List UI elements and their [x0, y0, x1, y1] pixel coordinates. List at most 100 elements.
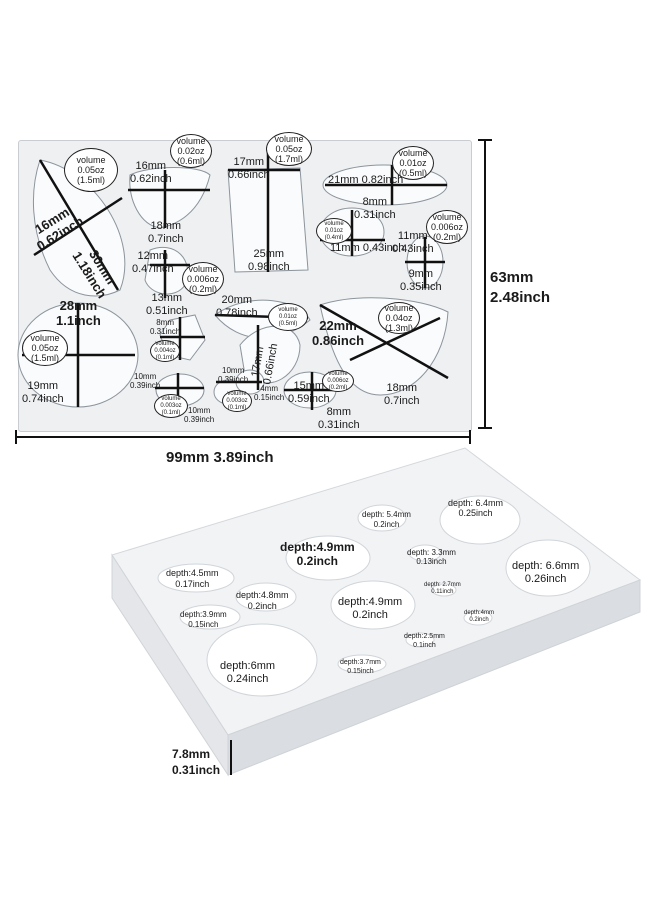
dimension-mm: 16mm	[135, 160, 167, 172]
depth-inch: 0.26inch	[524, 573, 567, 585]
dimension-inch: 0.43inch	[362, 242, 405, 254]
dimension-mm: 20mm	[221, 294, 253, 306]
volume-ml: (1.5ml)	[76, 175, 105, 185]
depth-inch: 0.15inch	[347, 668, 374, 675]
volume-ml: (0.2ml)	[188, 284, 217, 294]
dimension-mm: 4mm	[260, 384, 279, 393]
volume-label: volume	[324, 220, 344, 227]
volume-ml: (0.5ml)	[398, 168, 427, 178]
dimension-mm: 21mm	[328, 174, 359, 186]
depth-mm: depth:4.8mm	[236, 590, 289, 600]
depth-mm: depth:4mm	[464, 610, 495, 616]
depth-inch: 0.2inch	[373, 520, 400, 529]
volume-label: volume	[161, 395, 181, 402]
dimension-inch: 0.31inch	[150, 327, 181, 336]
depth-inch: 0.2inch	[469, 617, 489, 623]
volume-oz: 0.01oz	[399, 158, 427, 168]
dimension-inch: 0.31inch	[318, 419, 360, 431]
dimension-inch: 0.98inch	[248, 261, 290, 273]
depth-inch: 0.25inch	[458, 508, 493, 518]
dimension-mm: 8mm	[156, 318, 175, 327]
volume-oz: 0.02oz	[177, 146, 205, 156]
dimension-mm: 10mm	[134, 372, 157, 381]
volume-ml: (0.4ml)	[324, 234, 344, 241]
dimension-inch: 0.7inch	[148, 233, 184, 245]
depth-mm: depth:4.5mm	[166, 568, 219, 578]
dimension-inch: 0.62inch	[130, 173, 172, 185]
volume-oz: 0.003oz	[160, 402, 182, 409]
dimension-mm: 25mm	[253, 248, 285, 260]
dimension-inch: 0.35inch	[400, 281, 442, 293]
volume-oz: 0.003oz	[226, 397, 248, 404]
dimension-inch: 0.66inch	[228, 169, 270, 181]
volume-label: volume	[188, 264, 218, 274]
overall-height-mm: 63mm	[490, 269, 534, 286]
volume-label: volume	[398, 148, 428, 158]
dimension-inch: 0.59inch	[288, 393, 330, 405]
volume-label: volume	[30, 333, 60, 343]
dimension-mm: 9mm	[408, 268, 434, 280]
dimension-inch: 0.47inch	[132, 263, 174, 275]
depth-mm: depth:6mm	[220, 660, 276, 672]
dimension-mm: 18mm	[150, 220, 182, 232]
volume-label: volume	[432, 212, 462, 222]
volume-ml: (0.5ml)	[278, 320, 298, 327]
depth-mm: depth:4.9mm	[338, 596, 403, 608]
volume-label: volume	[227, 390, 247, 397]
volume-ml: (1.3ml)	[384, 323, 413, 333]
dimension-mm: 18mm	[386, 382, 418, 394]
volume-ml: (0.1ml)	[161, 409, 181, 416]
cavity-teardrop-small	[129, 167, 211, 229]
dimension-inch: 0.7inch	[384, 395, 420, 407]
volume-oz: 0.05oz	[77, 165, 105, 175]
dimension-label: 11mm 0.43inch	[330, 242, 404, 255]
depth-mm: depth:2.5mm	[404, 633, 445, 640]
volume-ml: (0.1ml)	[155, 354, 175, 361]
dimension-mm: 8mm	[326, 406, 352, 418]
volume-label: volume	[328, 370, 348, 377]
dimension-mm: 28mm	[59, 298, 98, 313]
volume-oz: 0.006oz	[430, 222, 464, 232]
depth-inch: 0.2inch	[247, 601, 277, 611]
depth-inch: 0.13inch	[416, 557, 447, 566]
dimension-mm: 11mm	[397, 230, 428, 242]
dimension-inch: 0.43inch	[392, 243, 434, 255]
dimension-mm: 15mm	[293, 380, 325, 392]
dimension-mm: 11mm	[330, 242, 360, 254]
depth-inch: 0.2inch	[352, 609, 388, 621]
dimension-mm: 10mm	[188, 406, 211, 415]
depth-inch: 0.17inch	[175, 579, 210, 589]
thickness-mm: 7.8mm	[172, 747, 211, 761]
